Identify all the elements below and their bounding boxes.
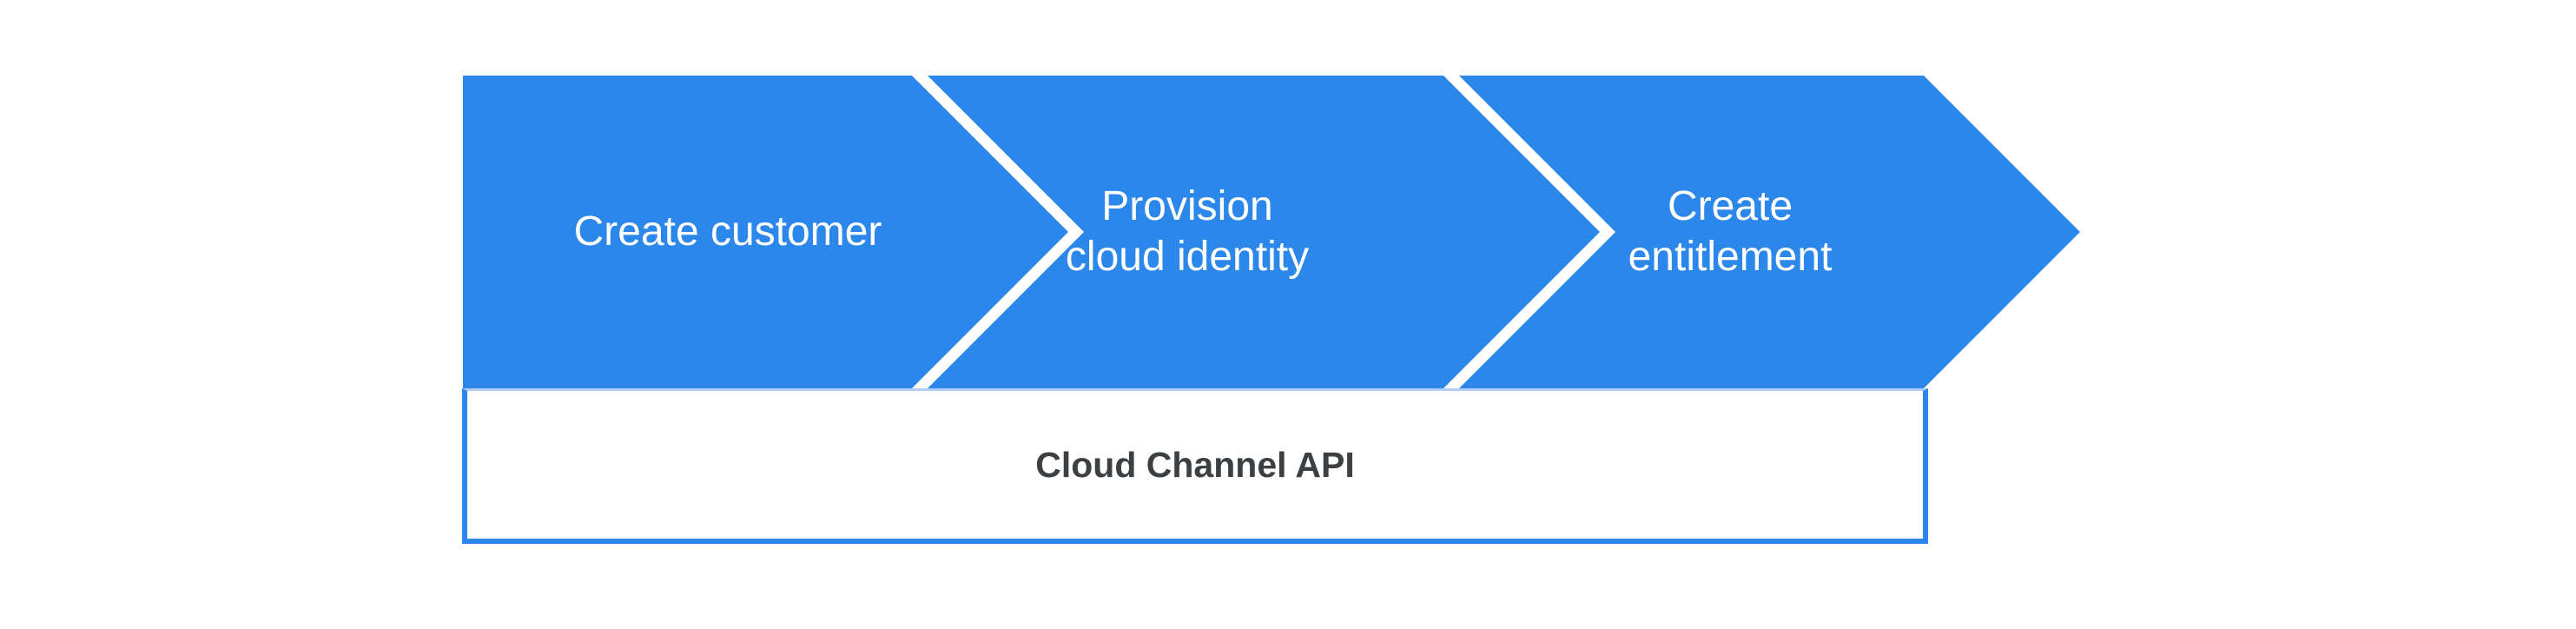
chevron-arrow-1-icon: [463, 76, 1068, 388]
chevron-arrow-2-icon: [928, 76, 1600, 388]
step-2-label-line-1: Provision: [1101, 183, 1273, 229]
step-2-label-line-2: cloud identity: [1065, 234, 1310, 280]
step-1-label-line-1: Create customer: [573, 209, 882, 255]
step-2-label: Provision cloud identity: [1066, 182, 1309, 282]
step-3-label-line-1: Create: [1667, 183, 1793, 229]
chevron-arrow-3-icon: [1459, 76, 2080, 388]
api-box-label: Cloud Channel API: [1035, 444, 1355, 485]
step-1-label: Create customer: [574, 207, 882, 257]
step-3-label-line-2: entitlement: [1628, 234, 1833, 280]
step-3-label: Create entitlement: [1628, 182, 1833, 282]
api-box: Cloud Channel API: [462, 388, 1928, 544]
